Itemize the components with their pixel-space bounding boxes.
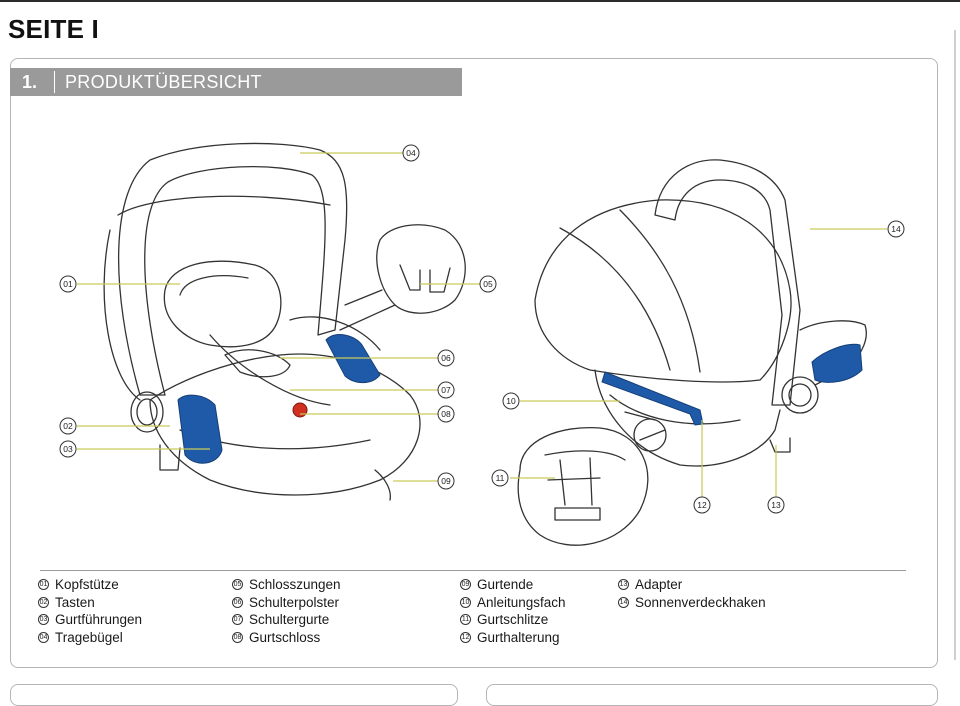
next-panel-right <box>486 684 938 706</box>
legend-number: 05 <box>232 579 243 591</box>
svg-text:03: 03 <box>63 444 73 454</box>
callout-13: 13 <box>767 496 785 514</box>
callout-10: 10 <box>502 392 520 410</box>
left-headrest <box>163 260 282 348</box>
legend-item: 08 Gurtschloss <box>232 629 341 647</box>
legend-number: 01 <box>38 579 49 591</box>
callout-09: 09 <box>437 472 455 490</box>
callout-03: 03 <box>59 440 77 458</box>
legend-item: 06 Schulterpolster <box>232 594 341 612</box>
callout-04: 04 <box>402 144 420 162</box>
legend-label: Tragebügel <box>55 629 123 645</box>
legend-item: 01 Kopfstütze <box>38 576 142 594</box>
zoom-detail-top <box>376 224 466 314</box>
legend-item: 12 Gurthalterung <box>460 629 566 647</box>
legend-item: 05 Schlosszungen <box>232 576 341 594</box>
page-heading: SEITE I <box>8 14 99 44</box>
svg-text:04: 04 <box>406 148 416 158</box>
legend-item: 02 Tasten <box>38 594 142 612</box>
zoom-detail-bottom <box>517 426 649 546</box>
right-belt-holder <box>601 371 704 426</box>
legend-number: 14 <box>618 596 629 608</box>
legend-number: 12 <box>460 631 471 643</box>
svg-text:09: 09 <box>441 476 451 486</box>
callout-05: 05 <box>479 275 497 293</box>
legend-number: 02 <box>38 596 49 608</box>
legend-item: 13 Adapter <box>618 576 766 594</box>
buckle-red <box>292 402 308 418</box>
legend-column-4: 13 Adapter 14 Sonnenverdeckhaken <box>618 576 766 611</box>
callout-08: 08 <box>437 405 455 423</box>
legend-label: Schultergurte <box>249 612 330 627</box>
callout-01: 01 <box>59 275 77 293</box>
legend-item: 07 Schultergurte <box>232 611 341 629</box>
legend-label: Tasten <box>55 594 95 610</box>
legend-item: 10 Anleitungsfach <box>460 594 566 612</box>
section-number: 1. <box>22 71 38 92</box>
page-edge-divider <box>954 30 956 660</box>
legend-number: 03 <box>38 614 49 626</box>
callout-12: 12 <box>693 496 711 514</box>
svg-text:08: 08 <box>441 409 451 419</box>
legend-divider <box>40 570 906 571</box>
callout-14: 14 <box>887 220 905 238</box>
legend-number: 13 <box>618 579 629 591</box>
legend-label: Gurtschloss <box>249 629 321 645</box>
left-seat-shell <box>149 353 421 496</box>
left-seat-side <box>103 229 141 401</box>
next-panel-left <box>10 684 458 706</box>
svg-text:01: 01 <box>63 279 73 289</box>
svg-text:05: 05 <box>483 279 493 289</box>
legend-column-3: 09 Gurtende 10 Anleitungsfach 11 Gurtschlit… <box>460 576 566 646</box>
left-belt-guide-front <box>177 394 223 464</box>
legend-number: 10 <box>460 596 471 608</box>
callout-07: 07 <box>437 381 455 399</box>
legend-number: 09 <box>460 579 471 591</box>
svg-text:11: 11 <box>496 473 505 483</box>
legend-item: 09 Gurtende <box>460 576 566 594</box>
legend-number: 11 <box>460 614 471 626</box>
legend-label: Sonnenverdeckhaken <box>635 594 766 610</box>
legend-label: Gurtschlitze <box>477 612 549 627</box>
legend-item: 11 Gurtschlitze <box>460 611 566 629</box>
right-canopy <box>534 199 792 383</box>
callout-02: 02 <box>59 417 77 435</box>
legend-number: 08 <box>232 631 243 643</box>
legend-label: Gurthalterung <box>477 629 560 645</box>
svg-text:07: 07 <box>441 385 451 395</box>
legend-item: 14 Sonnenverdeckhaken <box>618 594 766 612</box>
legend-label: Schulterpolster <box>249 594 340 610</box>
callout-06: 06 <box>437 349 455 367</box>
legend-number: 06 <box>232 596 243 608</box>
legend-label: Gurtführungen <box>55 612 143 627</box>
svg-text:10: 10 <box>506 396 516 406</box>
callout-11: 11 <box>491 469 509 487</box>
section-divider <box>54 71 55 93</box>
legend-label: Kopfstütze <box>55 577 119 592</box>
legend-item: 03 Gurtführungen <box>38 611 142 629</box>
top-rule <box>0 0 960 2</box>
right-carry-handle <box>654 159 801 406</box>
legend-label: Schlosszungen <box>249 577 341 592</box>
left-carry-handle <box>117 142 348 396</box>
legend-column-2: 05 Schlosszungen 06 Schulterpolster 07 Schu… <box>232 576 341 646</box>
svg-text:02: 02 <box>63 421 73 431</box>
legend-column-1: 01 Kopfstütze 02 Tasten 03 Gurtführungen 04… <box>38 576 142 646</box>
right-seat-shell <box>594 369 781 467</box>
legend-item: 04 Tragebügel <box>38 629 142 647</box>
legend-label: Adapter <box>635 577 683 592</box>
legend-label: Anleitungsfach <box>477 594 566 610</box>
svg-text:12: 12 <box>697 500 707 510</box>
svg-text:13: 13 <box>771 500 781 510</box>
legend-label: Gurtende <box>477 577 534 592</box>
svg-text:06: 06 <box>441 353 451 363</box>
product-overview-panel <box>10 58 938 668</box>
svg-text:14: 14 <box>891 224 901 234</box>
section-title: PRODUKTÜBERSICHT <box>65 71 262 92</box>
right-side-guide <box>811 343 863 383</box>
section-header: 1. PRODUKTÜBERSICHT <box>10 68 462 96</box>
legend-number: 07 <box>232 614 243 626</box>
legend-number: 04 <box>38 631 49 643</box>
